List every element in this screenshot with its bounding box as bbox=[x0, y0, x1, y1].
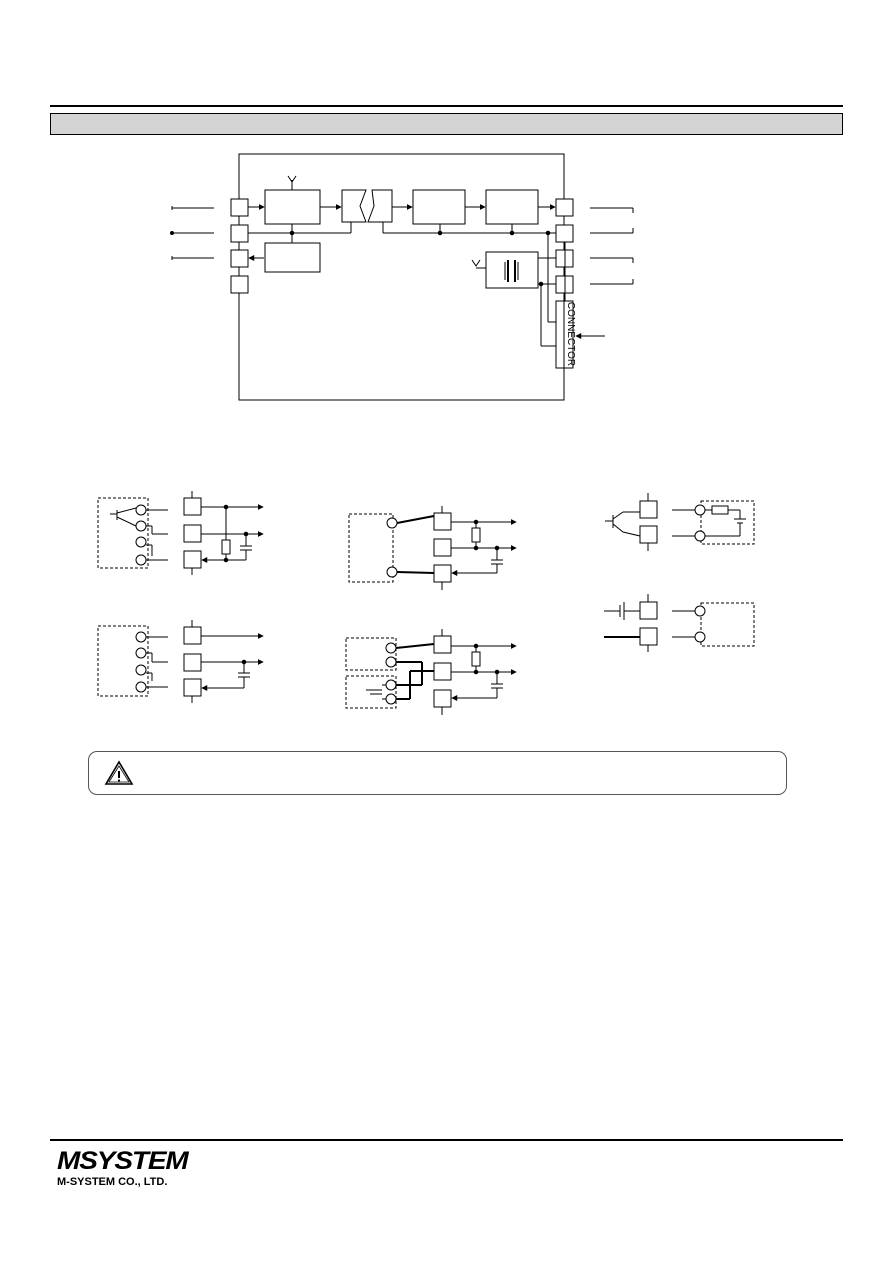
header-rule bbox=[50, 105, 843, 107]
warning-triangle-icon bbox=[104, 760, 134, 785]
wiring-example-c bbox=[348, 506, 517, 590]
section-header-bar bbox=[50, 113, 843, 135]
caution-box bbox=[88, 751, 787, 795]
footer-rule bbox=[50, 1139, 843, 1141]
wiring-example-a bbox=[97, 491, 264, 575]
block-diagram: CONNECTOR bbox=[170, 153, 634, 401]
company-name: M-SYSTEM CO., LTD. bbox=[57, 1176, 168, 1188]
wiring-example-e bbox=[605, 493, 755, 551]
wiring-example-f bbox=[604, 594, 755, 652]
company-logo: MSYSTEM M-SYSTEM CO., LTD. bbox=[57, 1149, 189, 1189]
logo-wordmark: MSYSTEM bbox=[57, 1147, 189, 1175]
connector-label: CONNECTOR bbox=[565, 302, 576, 366]
wiring-example-d bbox=[345, 629, 517, 715]
wiring-example-b bbox=[97, 620, 264, 703]
